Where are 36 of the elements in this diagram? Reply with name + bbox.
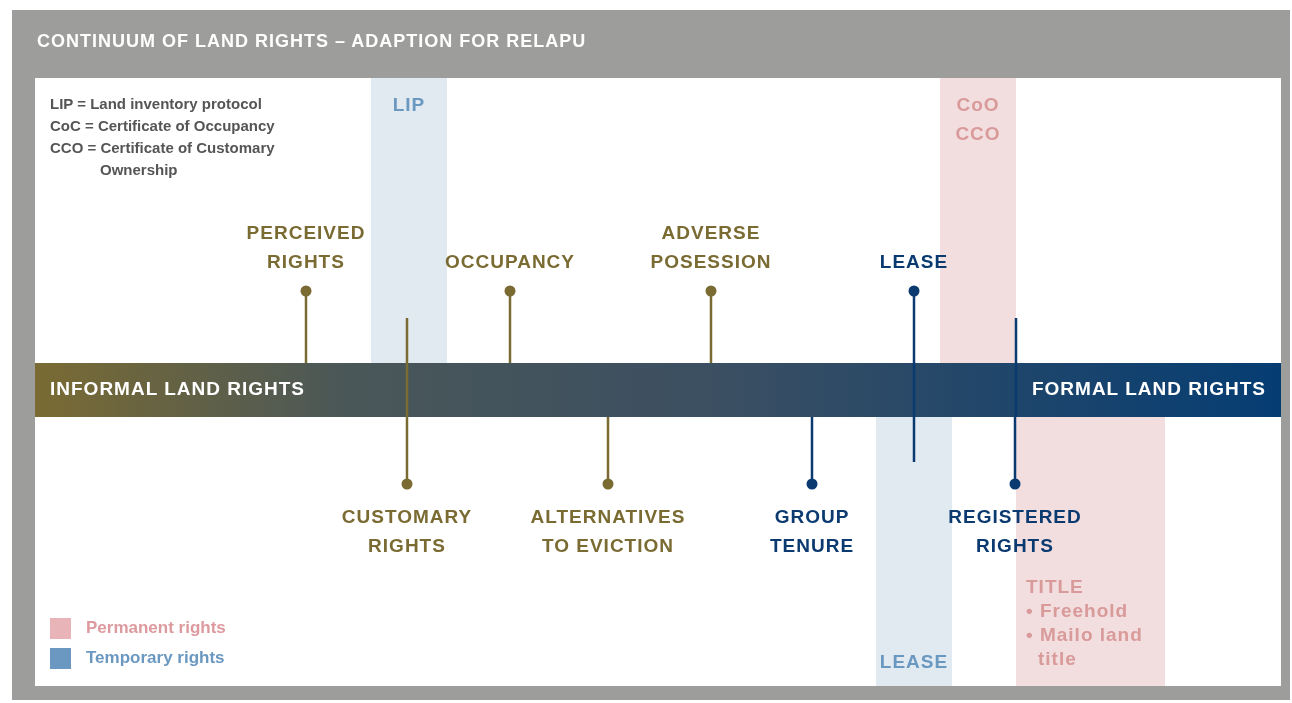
pin-line-extension xyxy=(912,363,916,462)
band-label: TITLE xyxy=(1026,575,1084,599)
band-label: CCO xyxy=(955,122,1001,146)
abbreviation-note: LIP = Land inventory protocol xyxy=(50,94,263,114)
stage-label: LEASE xyxy=(878,250,950,274)
stage-label: ALTERNATIVES TO EVICTION xyxy=(530,505,686,558)
bar-label: FORMAL LAND RIGHTS xyxy=(1031,378,1266,400)
pin-line xyxy=(806,417,818,490)
continuum-bar xyxy=(35,363,1281,417)
band-label: CoO xyxy=(956,93,1000,117)
stage-label: OCCUPANCY xyxy=(443,250,576,274)
pin-line-extension xyxy=(405,318,409,417)
pin-line xyxy=(1009,417,1021,490)
temporary-rights-band xyxy=(371,78,447,363)
stage-label: GROUP TENURE xyxy=(768,505,856,558)
stage-label: PERCEIVED RIGHTS xyxy=(245,221,367,274)
pin-line xyxy=(705,285,717,363)
band-label: • Freehold xyxy=(1026,599,1129,623)
stage-label: REGISTERED RIGHTS xyxy=(947,505,1083,558)
stage-label: ADVERSE POSESSION xyxy=(649,221,773,274)
bar-label: INFORMAL LAND RIGHTS xyxy=(50,378,306,400)
pin-line xyxy=(300,285,312,363)
stage-label: CUSTOMARY RIGHTS xyxy=(340,505,474,558)
legend-label: Temporary rights xyxy=(86,648,225,668)
pin-line xyxy=(504,285,516,363)
band-label: LEASE xyxy=(879,650,949,674)
pin-line-extension xyxy=(1014,318,1018,417)
abbreviation-note: CCO = Certificate of Customary Ownership xyxy=(50,138,276,180)
pin-line xyxy=(602,417,614,490)
band-label: • Mailo land title xyxy=(1026,623,1144,671)
pin-line xyxy=(401,417,413,490)
diagram-title: CONTINUUM OF LAND RIGHTS – ADAPTION FOR RELAPU xyxy=(37,31,587,52)
legend-label: Permanent rights xyxy=(86,618,226,638)
abbreviation-note: CoC = Certificate of Occupancy xyxy=(50,116,276,136)
band-label: LIP xyxy=(392,93,426,117)
pin-line xyxy=(908,285,920,363)
